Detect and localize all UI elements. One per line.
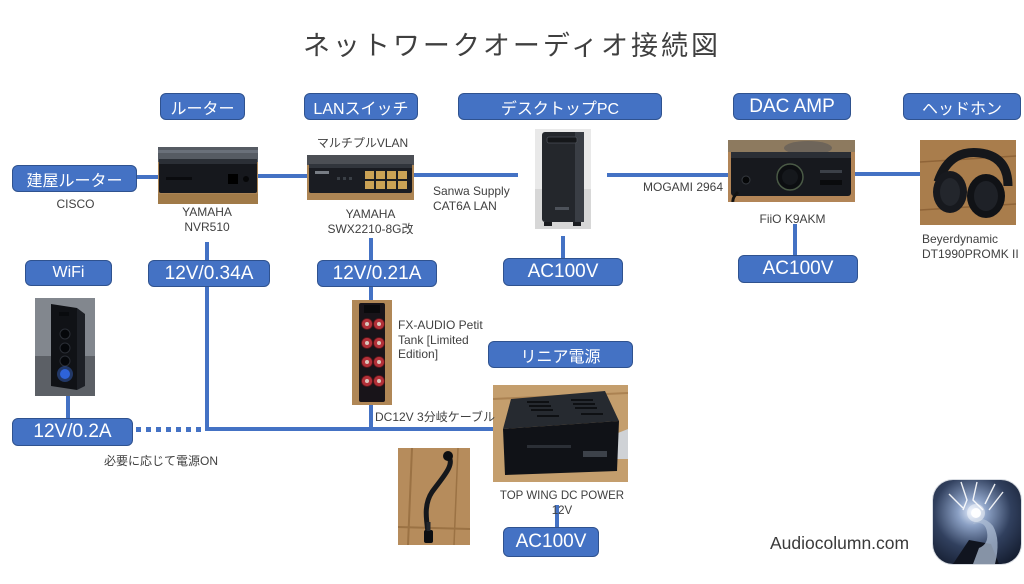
box-lan-switch: LANスイッチ	[304, 93, 418, 120]
site-logo	[933, 480, 1021, 564]
label-capacitor-tank: FX-AUDIO Petit Tank [Limited Edition]	[398, 318, 483, 361]
label-cisco: CISCO	[56, 197, 95, 211]
router-photo	[158, 147, 258, 204]
capacitor-tank-photo	[352, 300, 392, 405]
label-audio-cable: MOGAMI 2964	[643, 180, 724, 194]
connector-psu-power	[555, 505, 559, 527]
lan-cable-brand-text: Sanwa Supply	[433, 184, 510, 198]
label-router-model: YAMAHA NVR510	[157, 205, 257, 234]
wifi-ap-photo	[35, 298, 95, 396]
lan-switch-photo	[307, 155, 414, 200]
powerbox-linear-psu: AC100V	[503, 527, 599, 557]
label-psu-model: TOP WING DC POWER 12V	[499, 490, 625, 517]
label-power-note: 必要に応じて電源ON	[104, 454, 219, 468]
box-linear-psu: リニア電源	[488, 341, 633, 368]
box-desktop-pc: デスクトップPC	[458, 93, 662, 120]
powerbox-desktop-pc: AC100V	[503, 258, 623, 286]
label-dc-cable: DC12V 3分岐ケーブル	[375, 410, 495, 424]
connector-switch-pc	[413, 173, 518, 177]
switch-brand-text: YAMAHA	[345, 207, 396, 221]
router-brand-text: YAMAHA	[182, 205, 232, 219]
label-multiple-vlan: マルチプルVLAN	[316, 136, 409, 150]
connector-router-power-dcline	[205, 286, 209, 431]
connector-router-switch	[255, 174, 309, 178]
headphone-photo	[920, 140, 1016, 225]
powerbox-router: 12V/0.34A	[148, 260, 270, 287]
linear-psu-photo	[493, 385, 628, 482]
connector-dc12v-bus	[205, 427, 497, 431]
label-dac-model: FiiO K9AKM	[759, 212, 826, 226]
connector-wifi-power	[66, 396, 70, 418]
powerbox-lan-switch: 12V/0.21A	[317, 260, 437, 287]
powerbox-wifi: 12V/0.2A	[12, 418, 133, 446]
dac-amp-photo	[728, 140, 855, 202]
connector-switch-power	[369, 238, 373, 260]
box-router: ルーター	[160, 93, 245, 120]
box-wifi: WiFi	[25, 260, 112, 286]
switch-model-text: SWX2210-8G改	[327, 221, 414, 236]
headphone-model-text: DT1990PROMK II	[922, 246, 1019, 261]
lan-cable-model-text: CAT6A LAN	[433, 198, 497, 213]
label-switch-model: YAMAHA SWX2210-8G改	[308, 207, 433, 236]
label-lan-cable: Sanwa Supply CAT6A LAN	[433, 184, 528, 213]
box-dac-amp: DAC AMP	[733, 93, 851, 120]
label-headphone-model: Beyerdynamic DT1990PROMK II	[922, 232, 1024, 261]
desktop-pc-photo	[535, 129, 591, 229]
powerbox-dac-amp: AC100V	[738, 255, 858, 283]
connector-wifi-optional-dotted	[136, 427, 205, 432]
diagram-title: ネットワークオーディオ接続図	[302, 31, 722, 61]
connector-pc-power	[561, 236, 565, 259]
headphone-brand-text: Beyerdynamic	[922, 232, 999, 246]
box-headphone: ヘッドホン	[903, 93, 1021, 120]
dc-cable-photo	[398, 448, 470, 545]
connector-dac-headphone	[852, 172, 922, 176]
connector-dac-power	[793, 224, 797, 256]
connector-building-router	[137, 175, 162, 179]
connector-pc-dac	[607, 173, 729, 177]
site-watermark: Audiocolumn.com	[770, 533, 910, 553]
router-model-text: NVR510	[184, 219, 230, 234]
connector-router-power	[205, 242, 209, 260]
box-building-router: 建屋ルーター	[12, 165, 137, 192]
